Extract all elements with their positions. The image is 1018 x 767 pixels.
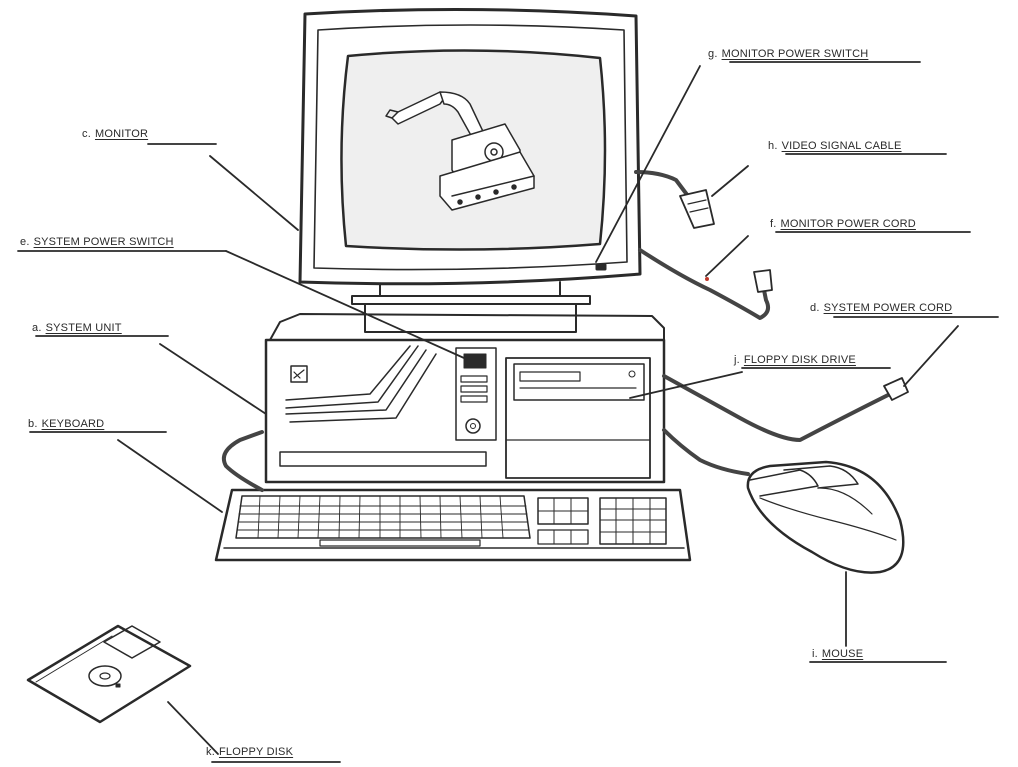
- label-letter: a.: [32, 322, 42, 334]
- label-text: FLOPPY DISK: [219, 746, 293, 758]
- mouse: [664, 430, 903, 573]
- label-system-power-switch: e. SYSTEM POWER SWITCH: [20, 236, 174, 249]
- label-text: SYSTEM UNIT: [46, 322, 122, 334]
- label-text: FLOPPY DISK DRIVE: [744, 354, 856, 366]
- video-signal-cable: [636, 172, 688, 196]
- label-floppy-disk: k. FLOPPY DISK: [206, 746, 293, 759]
- system-power-switch: [464, 354, 486, 368]
- system-unit: [266, 314, 664, 482]
- monitor-power-cord: [640, 250, 768, 318]
- label-keyboard: b. KEYBOARD: [28, 418, 104, 431]
- label-monitor-power-cord: f. MONITOR POWER CORD: [770, 218, 916, 231]
- label-letter: i.: [812, 648, 818, 660]
- label-letter: h.: [768, 140, 778, 152]
- label-letter: k.: [206, 746, 215, 758]
- label-text: SYSTEM POWER CORD: [824, 302, 953, 314]
- label-floppy-disk-drive: j. FLOPPY DISK DRIVE: [734, 354, 856, 367]
- label-text: VIDEO SIGNAL CABLE: [782, 140, 902, 152]
- label-letter: f.: [770, 218, 777, 230]
- keyboard: [216, 432, 690, 560]
- label-letter: e.: [20, 236, 30, 248]
- label-system-unit: a. SYSTEM UNIT: [32, 322, 122, 335]
- label-letter: g.: [708, 48, 718, 60]
- label-text: SYSTEM POWER SWITCH: [34, 236, 174, 248]
- floppy-disk-drive: [514, 364, 644, 400]
- label-mouse: i. MOUSE: [812, 648, 863, 661]
- floppy-disk: [28, 626, 190, 722]
- label-letter: b.: [28, 418, 38, 430]
- label-text: MONITOR POWER CORD: [781, 218, 916, 230]
- label-text: MOUSE: [822, 648, 863, 660]
- cord-mark: [705, 277, 709, 281]
- label-letter: c.: [82, 128, 91, 140]
- label-text: MONITOR: [95, 128, 148, 140]
- label-video-signal-cable: h. VIDEO SIGNAL CABLE: [768, 140, 902, 153]
- label-monitor-power-switch: g. MONITOR POWER SWITCH: [708, 48, 868, 61]
- label-letter: j.: [734, 354, 740, 366]
- label-system-power-cord: d. SYSTEM POWER CORD: [810, 302, 952, 315]
- monitor-power-switch: [596, 264, 606, 270]
- label-text: KEYBOARD: [42, 418, 105, 430]
- label-monitor: c. MONITOR: [82, 128, 148, 141]
- label-letter: d.: [810, 302, 820, 314]
- system-power-cord: [664, 376, 890, 440]
- label-text: MONITOR POWER SWITCH: [722, 48, 869, 60]
